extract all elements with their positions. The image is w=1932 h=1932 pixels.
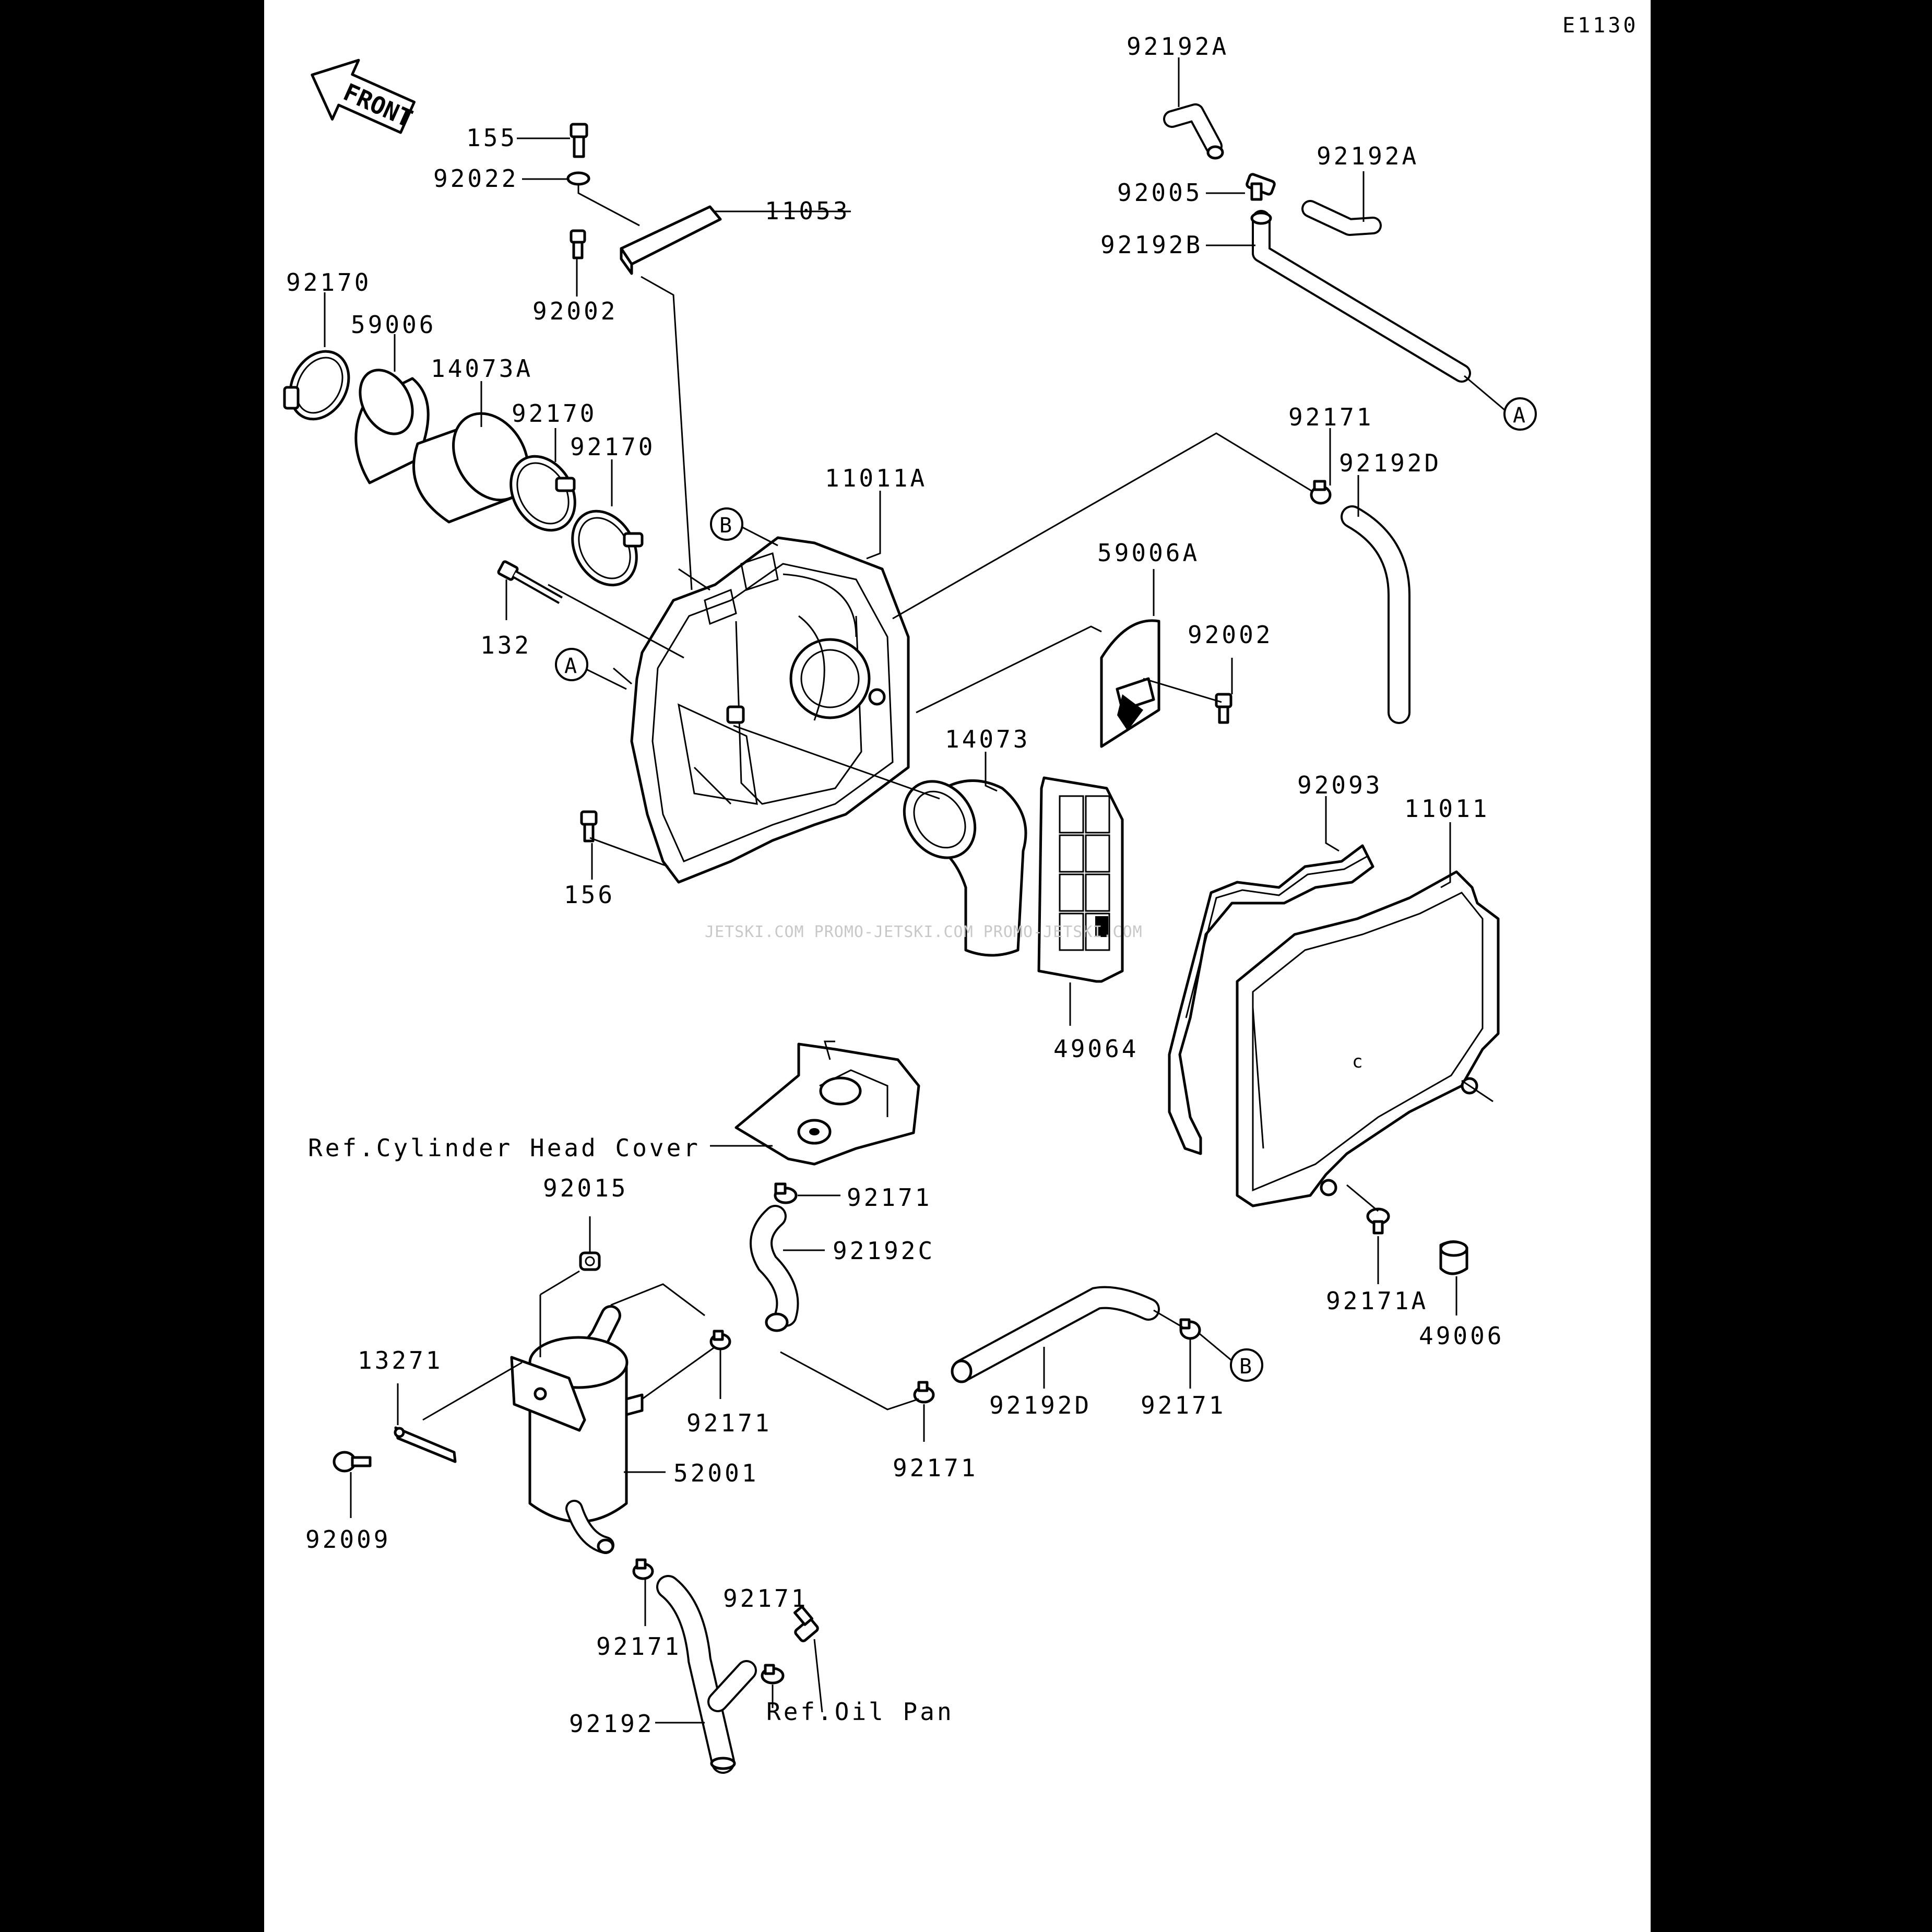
fitting-92005 — [1246, 173, 1276, 201]
callout-155: 155 — [466, 124, 517, 152]
bolt-132 — [497, 560, 563, 604]
washer-92022 — [566, 171, 590, 186]
svg-text:A: A — [1513, 404, 1525, 428]
clip-92171a — [1366, 1207, 1390, 1235]
callout-92171-oilpan: 92171 — [723, 1584, 808, 1613]
hose-92192d-right — [1341, 505, 1411, 724]
clamp-92171-top — [1310, 480, 1332, 505]
hose-92192a-left — [1163, 103, 1224, 160]
callout-92192b: 92192B — [1100, 231, 1203, 259]
callout-132: 132 — [480, 631, 531, 659]
hose-92192a-right — [1301, 200, 1382, 236]
svg-text:c: c — [1352, 1051, 1362, 1072]
hose-92192b — [1250, 210, 1471, 383]
callout-92192d-top: 92192D — [1339, 449, 1441, 477]
clamp-92171-tank-bottom — [632, 1558, 654, 1580]
marker-a-right: A — [1464, 375, 1537, 431]
clamp-92170-a — [289, 350, 350, 421]
diagram-code: E1130 — [1562, 14, 1638, 38]
callout-92192a-1: 92192A — [1127, 32, 1229, 61]
callout-11011a: 11011A — [825, 464, 927, 492]
callout-49064: 49064 — [1053, 1035, 1139, 1063]
elbow-14073 — [903, 779, 1027, 957]
plate-59006a — [1100, 619, 1160, 748]
callout-14073: 14073 — [945, 725, 1030, 753]
filter-49064 — [1037, 776, 1124, 983]
callout-92093: 92093 — [1297, 771, 1382, 799]
callout-92171-hose-right: 92171 — [1141, 1391, 1226, 1419]
bolt-92002-right — [1215, 693, 1232, 724]
callout-59006a: 59006A — [1097, 539, 1200, 567]
front-arrow: FRONT — [311, 58, 417, 134]
clamp-92171-cyl — [774, 1182, 798, 1204]
svg-text:B: B — [1239, 1355, 1252, 1379]
callout-92192a-2: 92192A — [1317, 142, 1419, 170]
callout-156: 156 — [564, 881, 615, 909]
cover-11011: c — [1236, 870, 1500, 1207]
callout-92170-a: 92170 — [286, 268, 371, 297]
marker-a-left: A — [555, 648, 627, 690]
hose-92192 — [656, 1575, 757, 1774]
callout-11011: 11011 — [1404, 795, 1489, 823]
hose-92192c — [750, 1205, 799, 1332]
bracket-11053 — [620, 205, 722, 275]
callout-14073a: 14073A — [431, 354, 533, 383]
bolt-155 — [570, 123, 588, 158]
callout-92171-cyl: 92171 — [847, 1183, 932, 1212]
watermark: JETSKI.COM PROMO-JETSKI.COM PROMO-JETSKI… — [705, 923, 1143, 941]
callout-49006: 49006 — [1419, 1322, 1504, 1350]
callout-92015: 92015 — [543, 1174, 628, 1202]
bolt-92002-top — [570, 229, 586, 259]
callout-92171-hose-left: 92171 — [893, 1454, 978, 1482]
callout-92171-top: 92171 — [1288, 403, 1373, 431]
callout-92171-tank: 92171 — [686, 1409, 772, 1437]
marker-b-bottom: B — [1199, 1333, 1263, 1382]
tank-52001 — [510, 1305, 644, 1554]
callout-labels: 155 92022 11053 92002 92170 59006 14073A… — [286, 32, 1504, 1738]
callout-92171a: 92171A — [1326, 1287, 1428, 1315]
callout-92009: 92009 — [305, 1525, 390, 1554]
callout-92005: 92005 — [1117, 179, 1202, 207]
clamp-92171-hose-left — [913, 1381, 935, 1404]
cylinder-head-cover-ref — [734, 1040, 920, 1166]
cap-49006 — [1439, 1240, 1468, 1275]
callout-92022: 92022 — [433, 164, 518, 193]
callout-92002-top: 92002 — [532, 297, 618, 325]
callout-92170-c: 92170 — [570, 433, 655, 461]
screw-92009 — [333, 1451, 372, 1473]
callout-11053: 11053 — [765, 197, 850, 225]
gasket-92093 — [1168, 844, 1374, 1155]
callout-92192d-bottom: 92192D — [989, 1391, 1092, 1419]
air-box-11011a — [630, 536, 910, 884]
callout-92192c: 92192C — [833, 1237, 935, 1265]
nut-92015 — [579, 1251, 601, 1271]
callout-92171-tank-bottom: 92171 — [596, 1632, 681, 1661]
callout-59006: 59006 — [351, 311, 436, 339]
ref-oil-pan: Ref.Oil Pan — [766, 1698, 954, 1726]
clamp-screw-a — [283, 386, 300, 410]
marker-b-top: B — [710, 507, 778, 547]
clamp-92171-oilpan — [761, 1664, 785, 1685]
svg-text:A: A — [564, 654, 577, 678]
callout-52001: 52001 — [673, 1459, 758, 1487]
clamp-92171-hose-right — [1179, 1318, 1201, 1340]
callout-92192: 92192 — [569, 1710, 654, 1738]
callout-92170-b: 92170 — [512, 399, 597, 428]
callout-92002-right: 92002 — [1188, 621, 1273, 649]
duct-14073a — [412, 412, 529, 524]
bolt-156 — [580, 810, 598, 843]
leader-lines — [324, 57, 1457, 1724]
oil-pan-fitting-ref — [793, 1605, 819, 1642]
connector-lines — [422, 276, 1494, 1421]
plate-13271 — [394, 1426, 457, 1463]
clamp-92171-tank-top — [709, 1330, 731, 1350]
svg-text:B: B — [719, 514, 732, 538]
ref-cylinder-head-cover: Ref.Cylinder Head Cover — [308, 1134, 701, 1162]
callout-13271: 13271 — [358, 1346, 443, 1374]
hose-92192d-bottom — [951, 1286, 1160, 1383]
